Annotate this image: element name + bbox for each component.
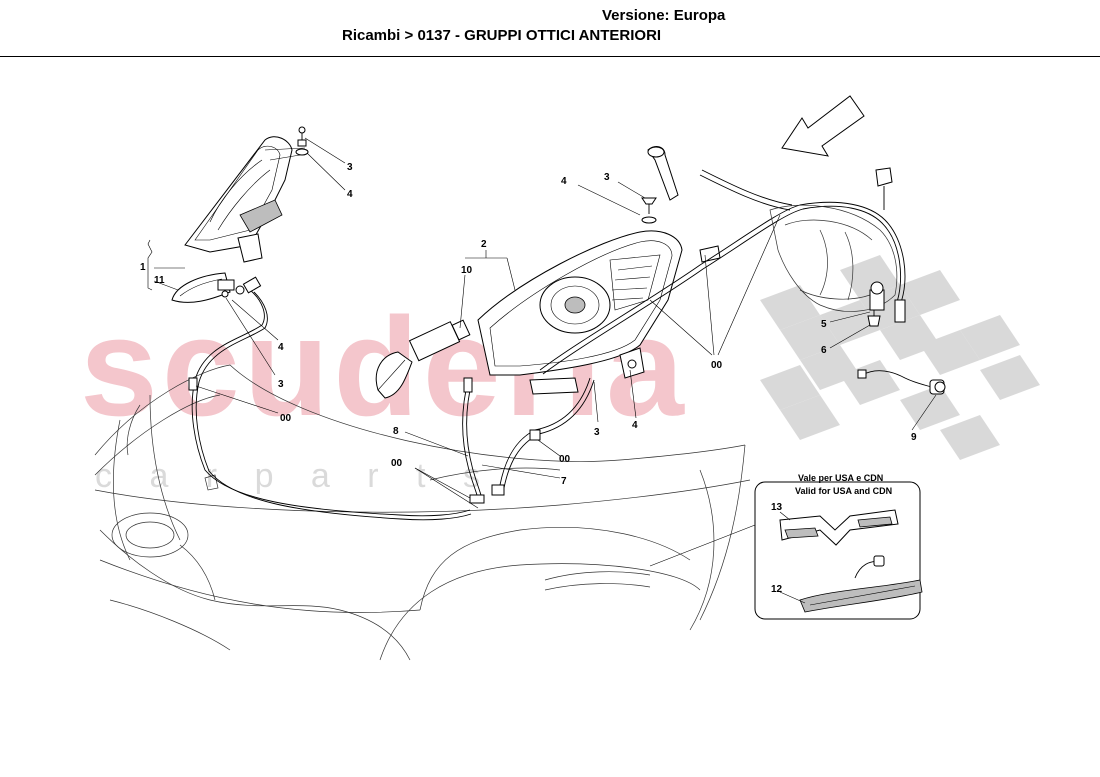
callout-3-left-bottom: 3 xyxy=(278,379,284,390)
callout-7: 7 xyxy=(561,476,567,487)
callout-1: 1 xyxy=(140,262,146,273)
level-sensor xyxy=(867,281,885,327)
callout-labels: 1 11 3 4 4 3 00 2 10 4 3 00 3 4 8 00 00 … xyxy=(140,162,917,487)
version-label: Versione: Europa xyxy=(602,7,726,24)
callout-8: 8 xyxy=(393,426,399,437)
callout-11: 11 xyxy=(154,275,165,286)
right-wiring-harness xyxy=(539,146,906,375)
callout-00-right: 00 xyxy=(711,360,723,371)
screw-and-washer-right xyxy=(641,197,657,224)
left-side-marker xyxy=(171,272,245,303)
page-header: Versione: Europa Ricambi > 0137 - GRUPPI… xyxy=(0,0,1100,58)
right-headlamp-assembly xyxy=(477,230,721,395)
watermark-subtitle: c a r p a r t s xyxy=(95,457,494,495)
callout-4-left-bottom: 4 xyxy=(278,342,284,353)
callout-12: 12 xyxy=(771,584,783,595)
callout-00-bottom-right: 00 xyxy=(559,454,571,465)
washer-hoses xyxy=(462,377,595,504)
header-divider xyxy=(0,56,1100,57)
left-wiring-harness xyxy=(188,276,472,521)
callout-3-right-bottom: 3 xyxy=(594,427,600,438)
inset-title-it: Vale per USA e CDN xyxy=(798,473,883,483)
callout-00-left: 00 xyxy=(280,413,292,424)
callout-3-right-top: 3 xyxy=(604,172,610,183)
wheel-arch-liner xyxy=(769,204,898,312)
callout-2: 2 xyxy=(481,239,487,250)
callout-13: 13 xyxy=(771,502,783,513)
left-headlamp-assembly xyxy=(184,126,309,263)
callout-00-bottom-left: 00 xyxy=(391,458,403,469)
callout-10: 10 xyxy=(461,265,473,276)
front-bumper xyxy=(94,364,751,661)
breadcrumb: Ricambi > 0137 - GRUPPI OTTICI ANTERIORI xyxy=(342,27,662,44)
callout-5: 5 xyxy=(821,319,827,330)
usa-cdn-inset: Vale per USA e CDN Valid for USA and CDN… xyxy=(754,473,923,620)
connector-cable xyxy=(857,369,946,395)
direction-arrow xyxy=(781,95,865,157)
callout-4-left-top: 4 xyxy=(347,189,353,200)
callout-4-right-bottom: 4 xyxy=(632,420,638,431)
callout-4-right-top: 4 xyxy=(561,176,567,187)
callout-6: 6 xyxy=(821,345,827,356)
callout-3-left-top: 3 xyxy=(347,162,353,173)
inset-title-en: Valid for USA and CDN xyxy=(795,486,892,496)
callout-9: 9 xyxy=(911,432,917,443)
headlamp-washer xyxy=(375,319,471,399)
leader-lines xyxy=(147,137,937,567)
